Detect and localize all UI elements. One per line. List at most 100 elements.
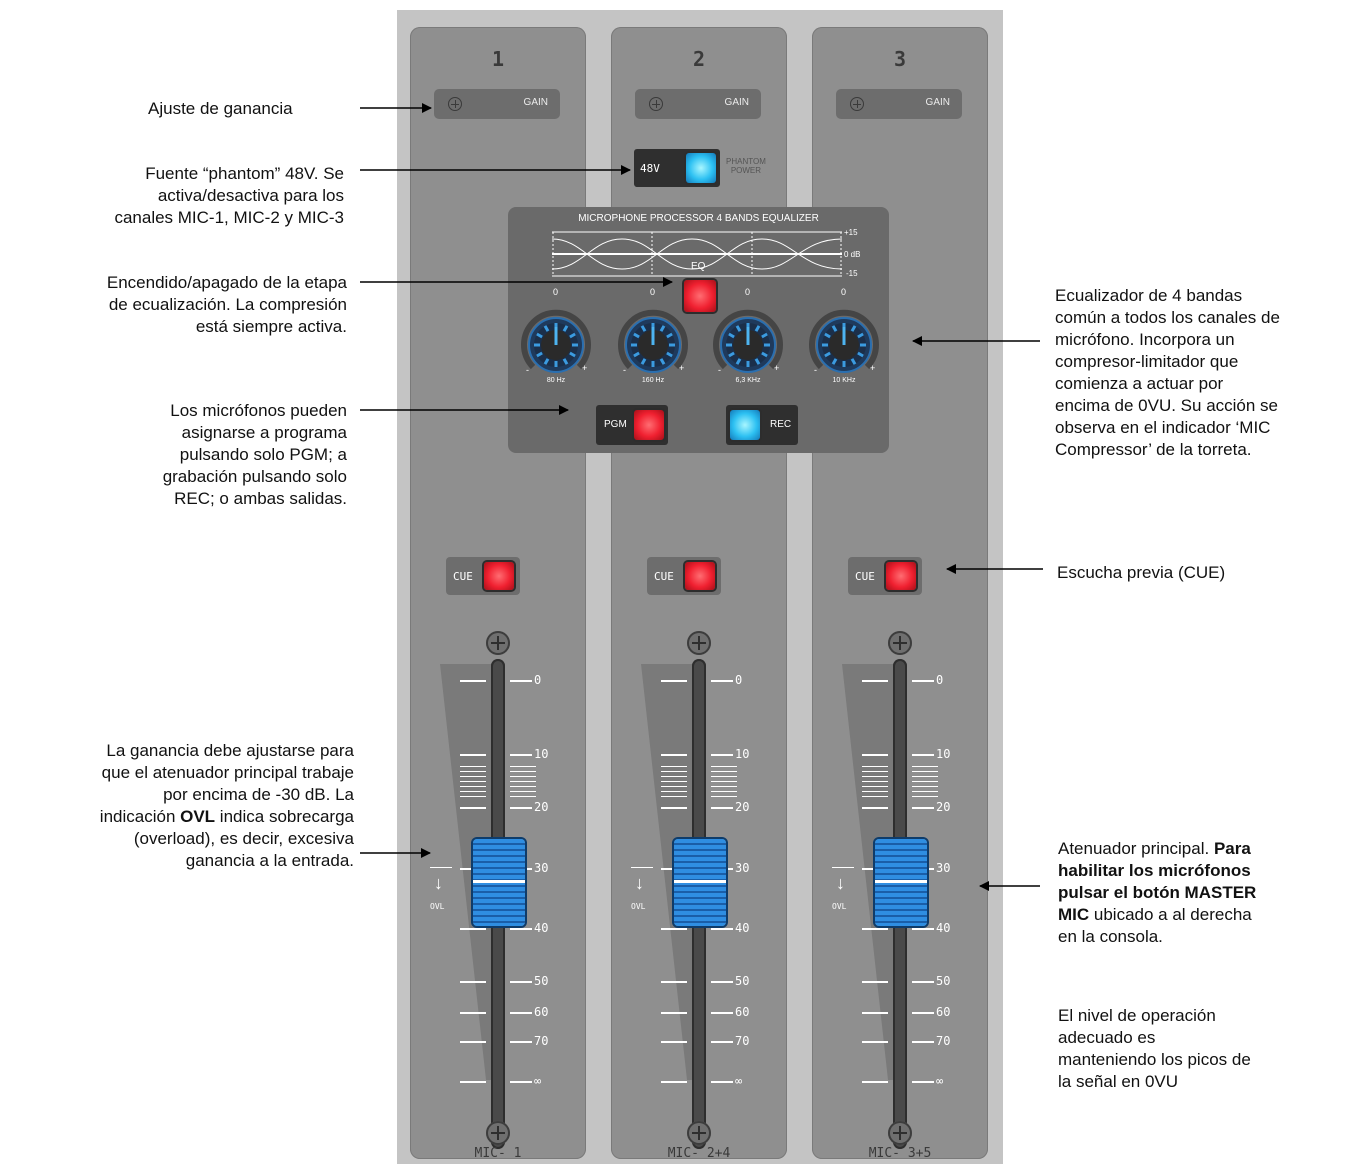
ovl-label: OVL: [430, 902, 445, 911]
eq-knob-2[interactable]: 0-+160 Hz: [615, 287, 691, 397]
knob-band-label: 6,3 KHz: [735, 377, 761, 384]
annotation-equalizer-line8: Compressor’ de la torreta.: [1055, 440, 1252, 459]
screw-bottom-icon: [486, 1121, 510, 1145]
scale-minor-tick-right: [912, 781, 938, 782]
gain-control[interactable]: GAIN: [836, 89, 962, 119]
scale-minor-tick-right: [510, 791, 536, 792]
fader-knob[interactable]: [674, 839, 726, 926]
scale-tick-right: [510, 928, 532, 930]
gain-trim-icon: [448, 97, 462, 111]
annotation-phantom-line1: Fuente “phantom” 48V. Se: [145, 164, 344, 183]
annotation-assign-line2: asignarse a programa: [181, 423, 347, 442]
fader-bold-2: habilitar los micrófonos: [1058, 861, 1251, 880]
scale-label: 40: [936, 921, 951, 935]
knob-plus-label: +: [679, 363, 685, 373]
knob-zero-label: 0: [841, 287, 847, 297]
fader-wedge: [641, 664, 697, 1080]
scale-tick-left: [661, 1012, 687, 1014]
cue-button[interactable]: CUE: [446, 557, 520, 595]
knob-minus-label: -: [718, 365, 721, 375]
cue-button[interactable]: CUE: [647, 557, 721, 595]
pgm-button[interactable]: PGM: [596, 405, 668, 445]
scale-label: 60: [534, 1005, 549, 1019]
scale-minor-tick-left: [661, 781, 687, 782]
channel-number: 3: [893, 47, 907, 71]
scale-label: 40: [534, 921, 549, 935]
scale-tick-right: [510, 1081, 532, 1083]
scale-tick-right: [510, 1012, 532, 1014]
annotation-phantom-line2: activa/desactiva para los: [157, 186, 344, 205]
ovl-bold: OVL: [180, 807, 216, 826]
annotation-assign-line3: pulsando solo PGM; a: [179, 445, 347, 464]
annotation-gain: Ajuste de ganancia: [148, 99, 293, 118]
gain-control[interactable]: GAIN: [434, 89, 560, 119]
screw-bottom-icon: [687, 1121, 711, 1145]
scale-tick-left: [862, 807, 888, 809]
gain-trim-icon: [850, 97, 864, 111]
scale-minor-tick-left: [460, 766, 486, 767]
phantom-caption-top: PHANTOM: [726, 157, 766, 166]
cue-led: [484, 562, 514, 590]
annotation-fader-line2: habilitar los micrófonos: [1058, 860, 1256, 882]
eq-onoff-button[interactable]: [684, 280, 716, 312]
eq-knob-4[interactable]: 0-+10 KHz: [806, 287, 882, 397]
scale-tick-right: [711, 807, 733, 809]
scale-minor-tick-left: [661, 771, 687, 772]
eq-curve-graph: [552, 231, 842, 277]
annotation-operation-line3: manteniendo los picos de: [1058, 1050, 1251, 1069]
knob-plus-label: +: [870, 363, 876, 373]
annotation-equalizer-line2: común a todos los canales de: [1055, 308, 1280, 327]
scale-tick-left: [661, 981, 687, 983]
phantom-led: [686, 153, 716, 183]
equalizer-panel: MICROPHONE PROCESSOR 4 BANDS EQUALIZER +…: [508, 207, 889, 453]
scale-minor-tick-left: [460, 776, 486, 777]
eq-knob-1[interactable]: 0-+80 Hz: [518, 287, 594, 397]
scale-tick-right: [711, 1041, 733, 1043]
knob-band-label: 160 Hz: [641, 377, 665, 384]
phantom-caption-bottom: POWER: [730, 166, 762, 175]
scale-tick-left: [460, 754, 486, 756]
scale-label: 60: [936, 1005, 951, 1019]
eq-label: EQ: [691, 261, 706, 272]
fader-knob[interactable]: [875, 839, 927, 926]
knob-zero-label: 0: [553, 287, 559, 297]
rec-button[interactable]: REC: [726, 405, 798, 445]
screw-top-icon: [687, 631, 711, 655]
annotation-assign-line4: grabación pulsando solo: [162, 467, 347, 486]
rec-led: [730, 410, 760, 440]
phantom-power-button[interactable]: 48V: [634, 149, 720, 187]
gain-trim-icon: [649, 97, 663, 111]
scale-label: ∞: [735, 1074, 743, 1088]
scale-minor-tick-right: [510, 796, 536, 797]
ovl-marker: [832, 867, 854, 868]
scale-minor-tick-right: [510, 771, 536, 772]
scale-minor-tick-left: [862, 766, 888, 767]
db-mid-label: 0 dB: [844, 250, 861, 259]
annotation-equalizer-line1: Ecualizador de 4 bandas: [1055, 286, 1243, 305]
scale-tick-left: [460, 1081, 486, 1083]
cue-button[interactable]: CUE: [848, 557, 922, 595]
annotation-eq-line2: de ecualización. La compresión: [108, 295, 347, 314]
scale-minor-tick-left: [460, 781, 486, 782]
eq-knob-3[interactable]: 0-+6,3 KHz: [710, 287, 786, 397]
scale-tick-right: [912, 680, 934, 682]
scale-label: 0: [735, 673, 743, 687]
annotation-eq-line1: Encendido/apagado de la etapa: [106, 273, 347, 292]
scale-minor-tick-right: [912, 796, 938, 797]
scale-label: 70: [936, 1034, 951, 1048]
annotation-eq-line3: está siempre activa.: [195, 317, 347, 336]
scale-minor-tick-left: [661, 766, 687, 767]
annotation-operation: El nivel de operación adecuado es manten…: [1058, 1005, 1251, 1093]
annotation-gain-level-line6: ganancia a la entrada.: [185, 851, 354, 870]
fader-knob-line: [674, 880, 726, 883]
annotation-fader-line3: pulsar el botón MASTER: [1058, 882, 1256, 904]
annotation-operation-line4: la señal en 0VU: [1058, 1072, 1179, 1091]
annotation-fader-line1: Atenuador principal. Para: [1058, 838, 1256, 860]
scale-tick-right: [711, 981, 733, 983]
knob-zero-label: 0: [650, 287, 656, 297]
scale-minor-tick-right: [510, 776, 536, 777]
fader-bold-4: MIC: [1058, 905, 1090, 924]
gain-control[interactable]: GAIN: [635, 89, 761, 119]
fader-knob[interactable]: [473, 839, 525, 926]
